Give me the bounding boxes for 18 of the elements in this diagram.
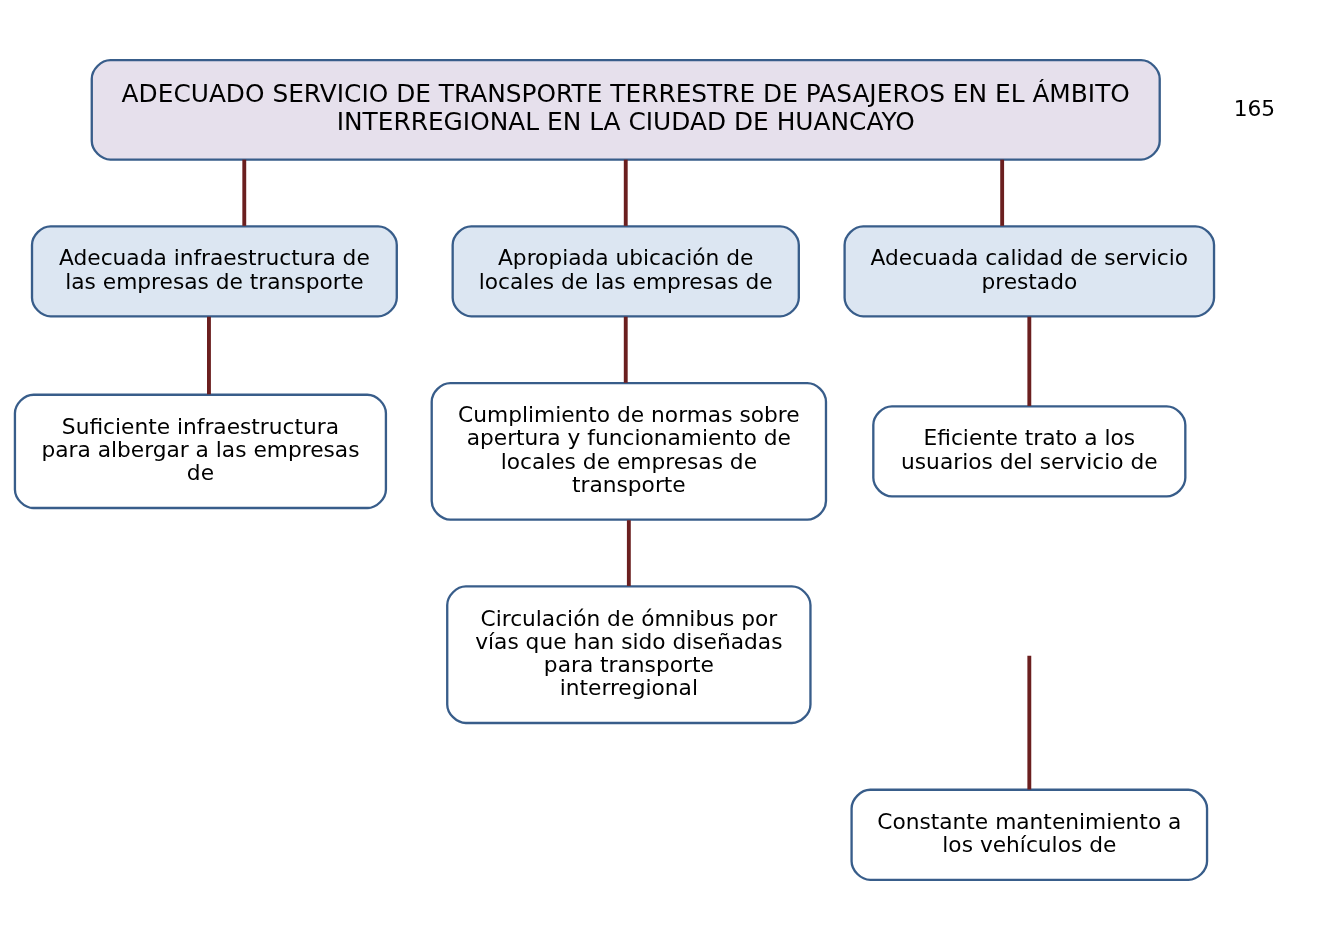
node-box: Apropiada ubicación de locales de las empresas de xyxy=(451,225,800,318)
connector xyxy=(1027,316,1032,406)
connector xyxy=(623,316,628,383)
connector xyxy=(1000,159,1005,226)
node-box: Cumplimiento de normas sobre apertura y funcionamiento de locales de empresas de transporte xyxy=(430,381,828,521)
connector xyxy=(626,520,631,586)
node-box: Eficiente trato a los usuarios del servicio de xyxy=(872,405,1187,498)
label: 165 xyxy=(1233,95,1276,121)
node-box: Constante mantenimiento a los vehículos de xyxy=(850,788,1209,881)
node-box: Adecuada infraestructura de las empresas de transporte xyxy=(30,225,398,318)
node-box: ADECUADO SERVICIO DE TRANSPORTE TERRESTRE DE PASAJEROS EN EL ÁMBITO INTERREGIONAL EN LA CIUDAD DE HUANCAYO xyxy=(90,59,1161,161)
node-box: Suficiente infraestructura para albergar a las empresas de xyxy=(13,393,388,510)
connector xyxy=(207,316,211,395)
node-box: Circulación de ómnibus por vías que han sido diseñadas para transporte interregional xyxy=(446,585,812,725)
connector xyxy=(623,159,628,226)
connector xyxy=(242,159,247,226)
node-box: Adecuada calidad de servicio prestado xyxy=(843,225,1216,318)
connector xyxy=(1027,655,1032,790)
